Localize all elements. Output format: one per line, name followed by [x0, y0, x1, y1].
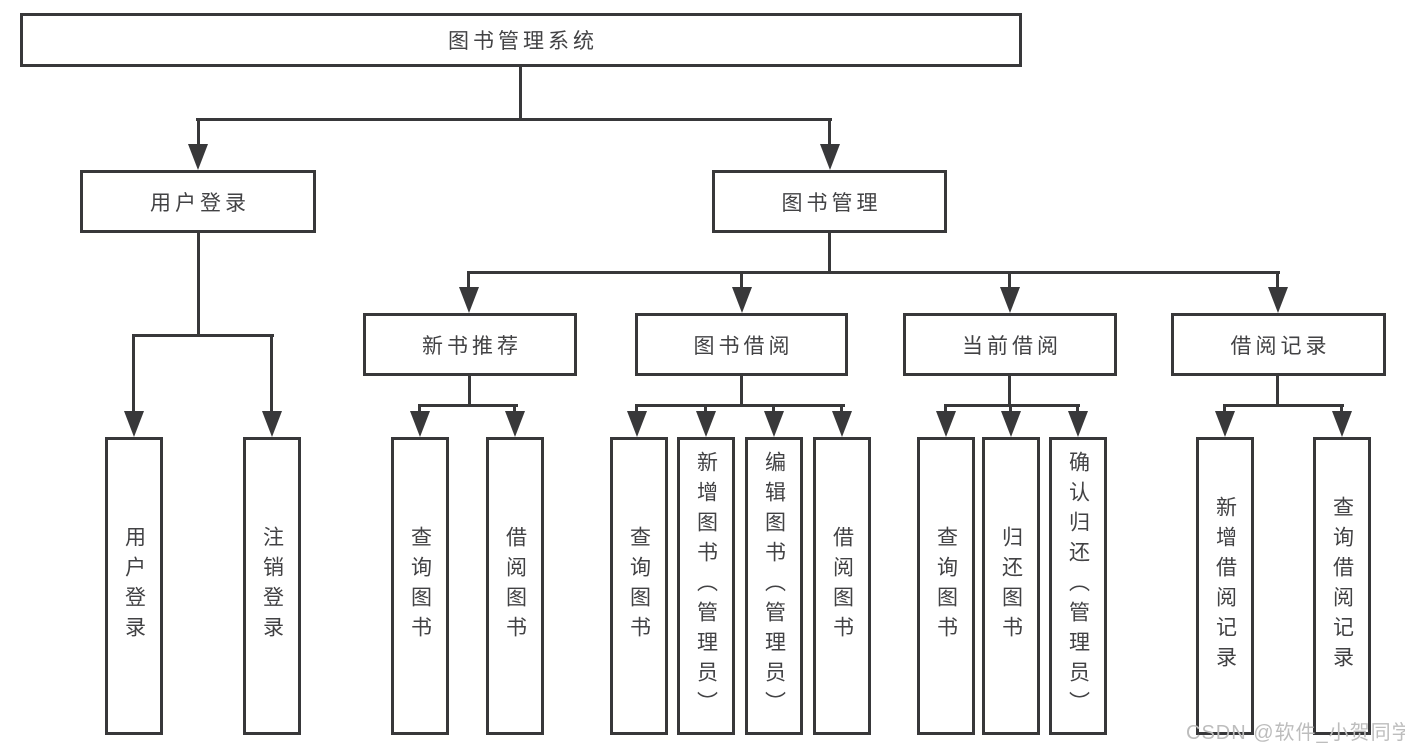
leaf-edit-book-admin: 编辑图书（管理员） — [745, 437, 803, 735]
connector-line — [132, 334, 274, 337]
connector-line — [828, 118, 831, 148]
connector-line — [1340, 404, 1343, 416]
watermark: CSDN @软件_小贺同学 — [1186, 722, 1405, 744]
node-borrow-records: 借阅记录 — [1171, 313, 1386, 376]
connector-line — [772, 404, 775, 416]
arrow-down-icon — [764, 411, 784, 437]
connector-line — [828, 233, 831, 273]
connector-line — [944, 404, 1080, 407]
connector-line — [467, 271, 470, 291]
connector-line — [840, 404, 843, 416]
connector-line — [1008, 376, 1011, 407]
node-current-borrow: 当前借阅 — [903, 313, 1117, 376]
connector-line — [635, 404, 845, 407]
connector-line — [270, 334, 273, 414]
connector-line — [1276, 271, 1279, 291]
arrow-down-icon — [505, 411, 525, 437]
connector-line — [418, 404, 421, 416]
leaf-logout: 注销登录 — [243, 437, 301, 735]
arrow-down-icon — [1001, 411, 1021, 437]
arrow-down-icon — [936, 411, 956, 437]
leaf-current-query-book: 查询图书 — [917, 437, 975, 735]
node-label: 编辑图书（管理员） — [762, 451, 786, 721]
node-user-login: 用户登录 — [80, 170, 316, 233]
arrow-down-icon — [459, 287, 479, 313]
node-label: 借阅记录 — [1230, 334, 1331, 358]
leaf-add-borrow-record: 新增借阅记录 — [1196, 437, 1254, 735]
connector-line — [704, 404, 707, 416]
leaf-return-book: 归还图书 — [982, 437, 1040, 735]
node-label: 查询借阅记录 — [1330, 496, 1354, 676]
leaf-query-borrow-record: 查询借阅记录 — [1313, 437, 1371, 735]
node-label: 借阅图书 — [830, 526, 854, 646]
leaf-borrow-book: 借阅图书 — [813, 437, 871, 735]
arrow-down-icon — [124, 411, 144, 437]
connector-line — [740, 376, 743, 407]
connector-line — [418, 404, 518, 407]
node-label: 新增借阅记录 — [1213, 496, 1237, 676]
node-label: 图书管理系统 — [448, 30, 598, 53]
arrow-down-icon — [1000, 287, 1020, 313]
connector-line — [196, 118, 832, 121]
node-library-system: 图书管理系统 — [20, 13, 1022, 67]
leaf-confirm-return-admin: 确认归还（管理员） — [1049, 437, 1107, 735]
arrow-down-icon — [820, 144, 840, 170]
node-label: 确认归还（管理员） — [1066, 451, 1090, 721]
leaf-recommend-borrow-book: 借阅图书 — [486, 437, 544, 735]
node-label: 查询图书 — [934, 526, 958, 646]
connector-line — [1276, 376, 1279, 407]
leaf-user-login: 用户登录 — [105, 437, 163, 735]
node-label: 新书推荐 — [422, 334, 522, 358]
arrow-down-icon — [1068, 411, 1088, 437]
arrow-down-icon — [262, 411, 282, 437]
node-label: 图书管理 — [781, 191, 882, 215]
connector-line — [197, 233, 200, 336]
leaf-borrow-query-book: 查询图书 — [610, 437, 668, 735]
connector-line — [132, 334, 135, 414]
connector-line — [519, 67, 522, 121]
connector-line — [197, 118, 200, 148]
connector-line — [740, 271, 743, 291]
connector-line — [635, 404, 638, 416]
connector-line — [1008, 271, 1011, 291]
connector-line — [1223, 404, 1344, 407]
leaf-recommend-query-book: 查询图书 — [391, 437, 449, 735]
node-label: 图书借阅 — [693, 334, 794, 358]
leaf-add-book-admin: 新增图书（管理员） — [677, 437, 735, 735]
arrow-down-icon — [696, 411, 716, 437]
node-label: 归还图书 — [999, 526, 1023, 646]
node-label: 用户登录 — [122, 526, 146, 646]
node-label: 查询图书 — [627, 526, 651, 646]
connector-line — [1076, 404, 1079, 416]
node-label: 新增图书（管理员） — [694, 451, 718, 721]
arrow-down-icon — [410, 411, 430, 437]
connector-line — [1009, 404, 1012, 416]
connector-line — [468, 376, 471, 407]
arrow-down-icon — [732, 287, 752, 313]
connector-line — [513, 404, 516, 416]
arrow-down-icon — [627, 411, 647, 437]
node-new-book-recommend: 新书推荐 — [363, 313, 577, 376]
node-label: 用户登录 — [150, 191, 250, 215]
connector-line — [1223, 404, 1226, 416]
arrow-down-icon — [1215, 411, 1235, 437]
node-label: 当前借阅 — [962, 334, 1062, 358]
node-label: 注销登录 — [260, 526, 284, 646]
connector-line — [944, 404, 947, 416]
node-book-borrow: 图书借阅 — [635, 313, 848, 376]
node-book-management: 图书管理 — [712, 170, 947, 233]
node-label: 查询图书 — [408, 526, 432, 646]
arrow-down-icon — [1332, 411, 1352, 437]
connector-line — [467, 271, 1280, 274]
arrow-down-icon — [1268, 287, 1288, 313]
arrow-down-icon — [188, 144, 208, 170]
arrow-down-icon — [832, 411, 852, 437]
node-label: 借阅图书 — [503, 526, 527, 646]
